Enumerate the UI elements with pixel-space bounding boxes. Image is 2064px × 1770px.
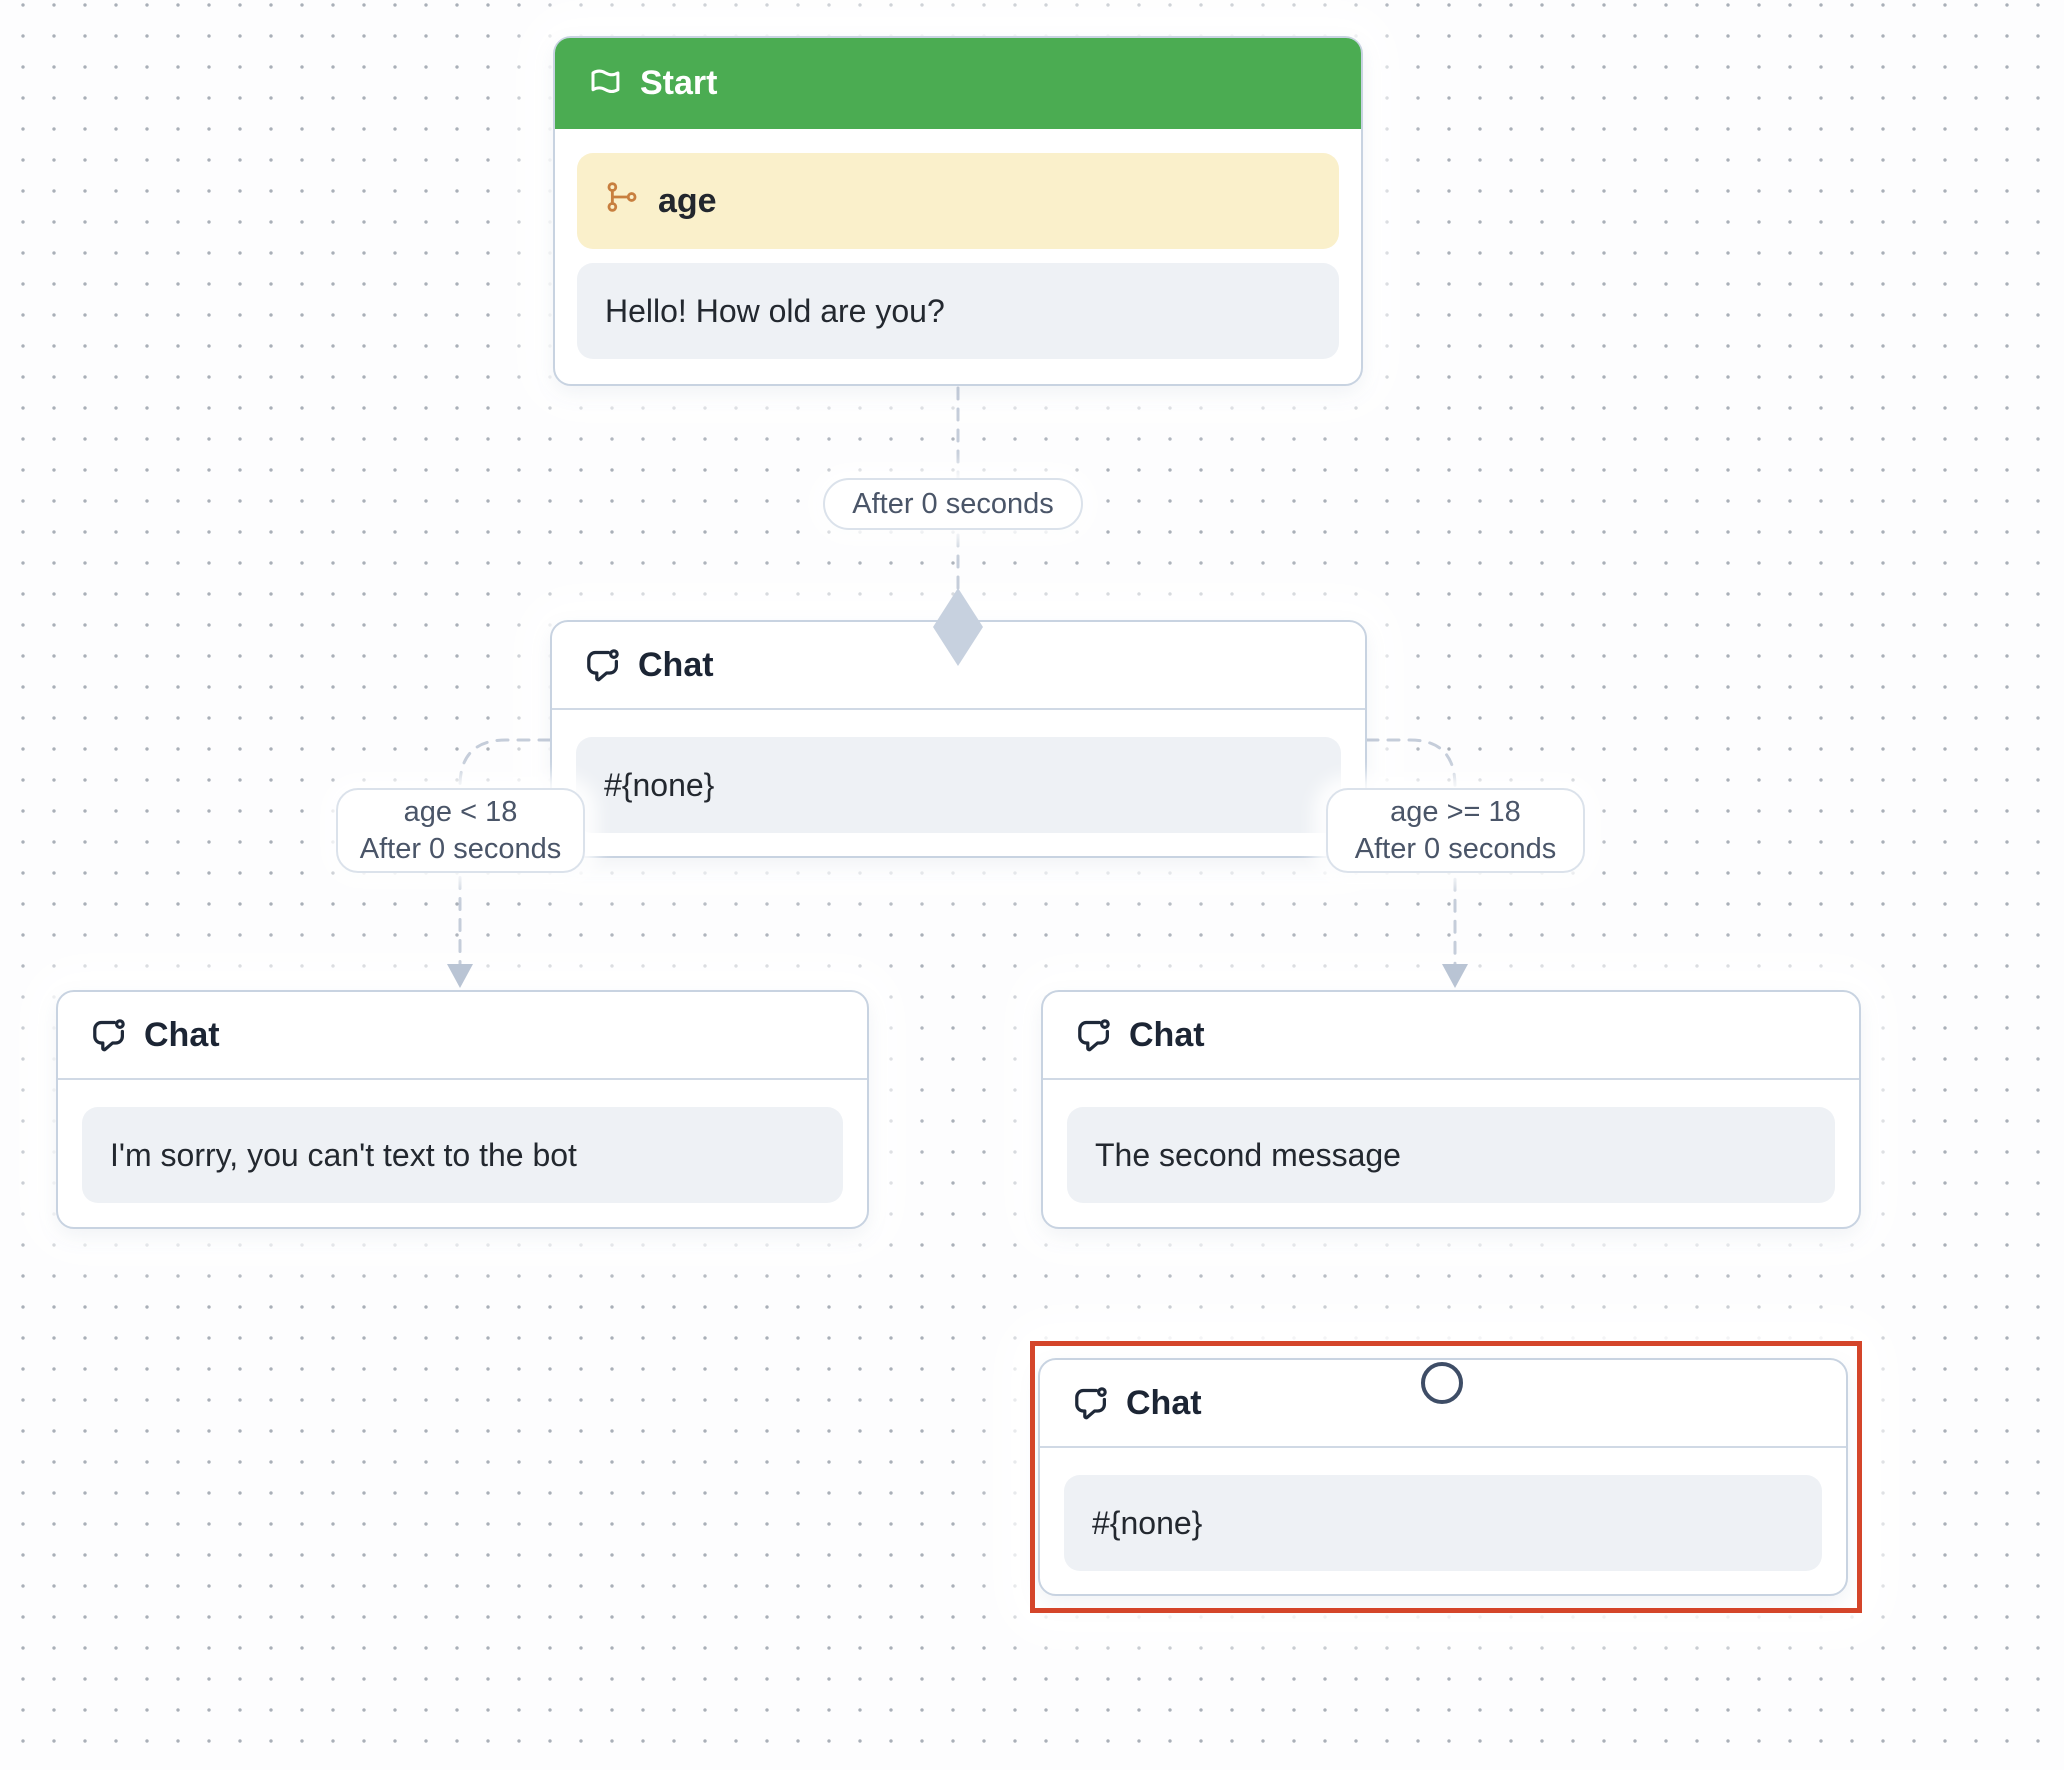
chat-node-header: Chat bbox=[1043, 992, 1859, 1080]
message-bubble[interactable]: I'm sorry, you can't text to the bot bbox=[82, 1107, 843, 1203]
chat-node-router[interactable]: Chat #{none} bbox=[550, 620, 1367, 858]
node-title: Chat bbox=[144, 1015, 220, 1054]
chat-bubble-icon bbox=[584, 647, 621, 684]
arrowhead-icon bbox=[1442, 964, 1468, 988]
message-bubble[interactable]: The second message bbox=[1067, 1107, 1835, 1203]
chat-bubble-icon bbox=[1075, 1017, 1112, 1054]
message-bubble[interactable]: #{none} bbox=[576, 737, 1341, 833]
chat-bubble-icon bbox=[90, 1017, 127, 1054]
message-text: #{none} bbox=[604, 766, 715, 803]
node-title: Chat bbox=[1129, 1015, 1205, 1054]
message-text: I'm sorry, you can't text to the bot bbox=[110, 1136, 577, 1173]
node-title: Start bbox=[640, 64, 718, 102]
edge-delay-label: After 0 seconds bbox=[1354, 832, 1557, 865]
chat-node-over18[interactable]: Chat The second message bbox=[1041, 990, 1861, 1229]
chat-node-under18[interactable]: Chat I'm sorry, you can't text to the bo… bbox=[56, 990, 869, 1229]
chat-node-header: Chat bbox=[552, 622, 1365, 710]
edge-label-age-under-18[interactable]: age < 18 After 0 seconds bbox=[336, 788, 585, 873]
start-node-header: Start bbox=[555, 38, 1361, 129]
split-icon bbox=[605, 180, 639, 223]
chat-node-header: Chat bbox=[58, 992, 867, 1080]
edge-delay-label: After 0 seconds bbox=[852, 487, 1054, 520]
chat-node-header: Chat bbox=[1040, 1360, 1846, 1448]
edge-label-after-0-seconds[interactable]: After 0 seconds bbox=[823, 478, 1083, 530]
edge-delay-label: After 0 seconds bbox=[359, 832, 562, 865]
message-text: Hello! How old are you? bbox=[605, 292, 945, 329]
message-text: The second message bbox=[1095, 1136, 1401, 1173]
variable-chip-age[interactable]: age bbox=[577, 153, 1339, 249]
chat-node-body: The second message bbox=[1043, 1080, 1859, 1226]
chat-node-body: #{none} bbox=[1040, 1448, 1846, 1594]
arrowhead-icon bbox=[447, 964, 473, 988]
start-node-body: age Hello! How old are you? bbox=[555, 129, 1361, 385]
edge-label-age-over-18[interactable]: age >= 18 After 0 seconds bbox=[1326, 788, 1585, 873]
message-bubble[interactable]: #{none} bbox=[1064, 1475, 1822, 1571]
start-node[interactable]: Start age Hello! How old are you? bbox=[553, 36, 1363, 386]
edge-condition-label: age < 18 bbox=[403, 795, 518, 828]
connection-port-handle[interactable] bbox=[1421, 1362, 1463, 1404]
variable-label: age bbox=[658, 181, 717, 220]
edge-condition-label: age >= 18 bbox=[1390, 795, 1521, 828]
node-title: Chat bbox=[1126, 1383, 1202, 1422]
message-text: #{none} bbox=[1092, 1504, 1203, 1541]
flag-icon bbox=[587, 66, 623, 102]
chat-bubble-icon bbox=[1072, 1385, 1109, 1422]
node-title: Chat bbox=[638, 645, 714, 684]
chat-node-body: #{none} bbox=[552, 710, 1365, 856]
message-bubble[interactable]: Hello! How old are you? bbox=[577, 263, 1339, 359]
chat-node-body: I'm sorry, you can't text to the bot bbox=[58, 1080, 867, 1226]
